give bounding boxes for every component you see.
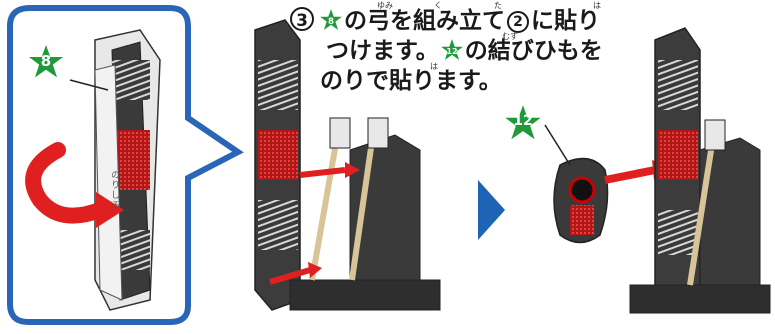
- instruction-line1b: に貼り: [531, 8, 600, 34]
- knot-part: [553, 157, 609, 244]
- inline-star-8-icon: 8: [320, 9, 342, 30]
- arrow-stand-right: [629, 119, 771, 314]
- ruby-ta: た: [494, 1, 502, 10]
- star-badge-8-label: 8: [40, 52, 52, 70]
- ruby-ha1: は: [593, 1, 601, 10]
- svg-text:12: 12: [446, 46, 457, 56]
- instruction-line2a: つけます。: [326, 38, 439, 64]
- next-step-arrow: [478, 180, 505, 240]
- instruction-line1a: の弓を組み立て: [344, 8, 505, 34]
- inline-star-12-icon: 12: [440, 39, 463, 60]
- ruby-yumi: ゆみ: [377, 1, 393, 10]
- bow-part-closeup: [94, 29, 161, 311]
- ruby-ku: く: [434, 1, 442, 10]
- star-badge-12: [500, 100, 546, 145]
- rotate-arrow: [25, 142, 108, 224]
- star-badge-8: [24, 40, 68, 83]
- arrow-stand-mid: [289, 117, 441, 311]
- ref-circle-2: 2: [507, 11, 529, 33]
- star-badge-12-label: 12: [513, 113, 533, 129]
- glue-tab-label: のりしろ: [109, 170, 119, 210]
- instruction-line3: のりで貼ります。: [320, 68, 502, 94]
- insert-arrow-bottom: [269, 267, 311, 285]
- step-number: 3: [290, 7, 314, 31]
- instruction-line2b: の結びひもを: [464, 38, 603, 64]
- insert-arrow-top: [299, 167, 346, 178]
- attach-arrow: [604, 166, 656, 184]
- bow-assembled-mid: [254, 19, 301, 311]
- ruby-musu: むす: [502, 32, 518, 41]
- svg-text:8: 8: [328, 17, 334, 27]
- ruby-ha2: は: [430, 62, 438, 71]
